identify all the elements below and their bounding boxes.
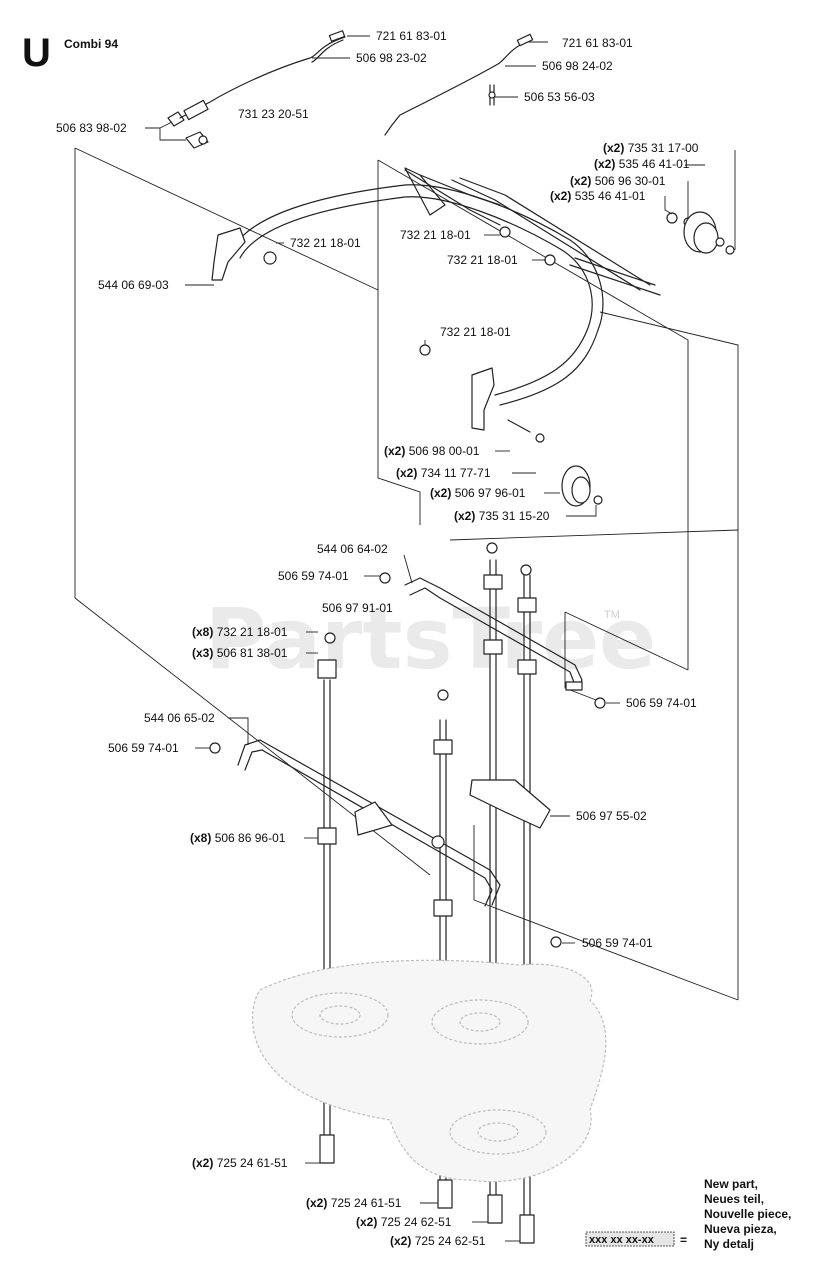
legend-equals: =: [680, 1233, 687, 1247]
part-labels: 721 61 83-01 506 98 23-02 721 61 83-01 5…: [56, 29, 699, 1248]
part-label: 732 21 18-01: [290, 236, 361, 250]
part-label: 506 53 56-03: [524, 90, 595, 104]
part-label: (x2) 535 46 41-01: [594, 157, 690, 171]
part-label: (x8) 506 86 96-01: [190, 831, 286, 845]
legend-line: Nouvelle piece,: [704, 1207, 791, 1221]
watermark-text: PartsTree: [205, 590, 656, 688]
part-label: 506 98 24-02: [542, 59, 613, 73]
mower-deck: [251, 959, 607, 1182]
deck-bolts: [319, 1134, 535, 1244]
leader-lines: [145, 35, 736, 1242]
part-label: (x2) 506 98 00-01: [384, 444, 480, 458]
part-label: (x2) 506 97 96-01: [430, 486, 526, 500]
part-label: 721 61 83-01: [376, 29, 447, 43]
part-label: (x2) 725 24 61-51: [306, 1196, 402, 1210]
part-label: 544 06 64-02: [317, 542, 388, 556]
part-label: (x2) 535 46 41-01: [550, 189, 646, 203]
new-part-legend: xxx xx xx-xx = New part, Neues teil, Nou…: [585, 1177, 791, 1251]
part-label: 544 06 69-03: [98, 278, 169, 292]
legend-line: Ny detalj: [704, 1237, 754, 1251]
part-label: 506 83 98-02: [56, 121, 127, 135]
legend-line: New part,: [704, 1177, 758, 1191]
throttle-cable-left: [167, 30, 346, 149]
upper-lift-bar: [379, 572, 606, 709]
part-label: 506 97 55-02: [576, 809, 647, 823]
part-label: (x2) 506 96 30-01: [570, 174, 666, 188]
part-label: 721 61 83-01: [562, 36, 633, 50]
part-label: 506 59 74-01: [108, 741, 179, 755]
handle-frame: [211, 167, 661, 431]
part-label: 732 21 18-01: [400, 228, 471, 242]
part-label: (x3) 506 81 38-01: [192, 646, 288, 660]
assembly-frame: [74, 147, 739, 1001]
part-label: 732 21 18-01: [440, 325, 511, 339]
legend-line: Neues teil,: [704, 1192, 764, 1206]
part-label: (x2) 735 31 17-00: [603, 141, 699, 155]
legend-placeholder: xxx xx xx-xx: [589, 1234, 655, 1246]
part-label: 506 59 74-01: [626, 696, 697, 710]
part-label: 731 23 20-51: [238, 107, 309, 121]
section-letter: U: [22, 31, 51, 75]
throttle-cable-right: [384, 33, 534, 136]
part-label: 506 98 23-02: [356, 51, 427, 65]
part-label: (x2) 725 24 62-51: [390, 1234, 486, 1248]
part-label: 506 59 74-01: [278, 569, 349, 583]
part-label: (x2) 725 24 61-51: [192, 1156, 288, 1170]
lower-lift-bar: [209, 739, 562, 948]
watermark-trademark: TM: [604, 609, 620, 621]
part-label: (x8) 732 21 18-01: [192, 625, 288, 639]
model-title: Combi 94: [64, 37, 118, 51]
part-label: 732 21 18-01: [447, 253, 518, 267]
part-label: 506 59 74-01: [582, 936, 653, 950]
legend-line: Nueva pieza,: [704, 1222, 777, 1236]
part-label: (x2) 735 31 15-20: [454, 509, 550, 523]
part-label: 506 97 91-01: [322, 601, 393, 615]
part-label: (x2) 725 24 62-51: [356, 1215, 452, 1229]
part-label: 544 06 65-02: [144, 711, 215, 725]
part-label: (x2) 734 11 77-71: [396, 466, 491, 480]
